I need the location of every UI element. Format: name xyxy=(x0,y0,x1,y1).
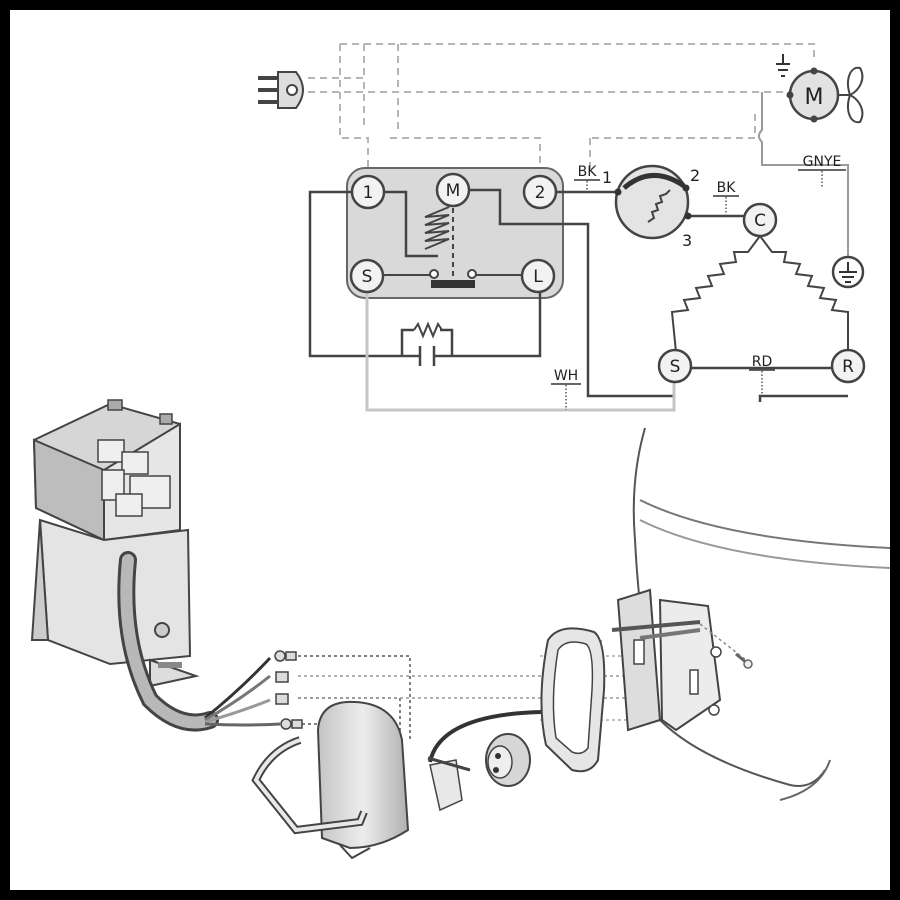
wire-label-rd: RD xyxy=(749,354,775,396)
white-wire xyxy=(365,292,676,412)
relay-terminal-2: 2 xyxy=(522,174,558,210)
compressor-terminal-c-label: C xyxy=(754,211,766,231)
gasket xyxy=(540,627,606,773)
relay-terminal-1-label: 1 xyxy=(363,183,374,203)
schematic: M xyxy=(258,43,866,412)
mounting-bracket xyxy=(611,588,753,732)
protector-terminal-2-label: 2 xyxy=(690,166,700,185)
compressor-windings xyxy=(670,235,849,370)
protector-terminal-1-label: 1 xyxy=(602,168,612,187)
wire-label-bk-1: BK xyxy=(574,164,600,192)
compressor-terminal-s-label: S xyxy=(670,357,681,377)
relay-terminal-1: 1 xyxy=(350,174,386,210)
fan-motor: M xyxy=(776,54,864,124)
relay-terminal-s-label: S xyxy=(362,267,373,287)
wire-label-bk-2: BK xyxy=(713,180,739,216)
screw-icon xyxy=(735,652,753,669)
relay-connector-block xyxy=(97,439,171,517)
relay-terminal-m: M xyxy=(435,172,471,208)
wire-label-rd-text: RD xyxy=(752,354,773,370)
compressor-terminal-c: C xyxy=(742,202,778,238)
wire-label-gnye-text: GNYE xyxy=(803,154,842,170)
relay-terminal-l-label: L xyxy=(533,267,543,287)
run-capacitor xyxy=(400,321,454,366)
relay-housing xyxy=(30,399,200,688)
wire-lugs xyxy=(274,650,303,730)
wiring-diagram: M xyxy=(30,43,890,860)
compressor-terminal-r: R xyxy=(830,348,866,384)
ground-wire xyxy=(758,92,849,262)
wire-label-gnye: GNYE xyxy=(798,154,846,188)
compressor-terminal-s: S xyxy=(657,348,693,384)
protector-terminal-3-label: 3 xyxy=(682,231,692,250)
protector-cover xyxy=(251,700,410,860)
fan-motor-label: M xyxy=(805,85,824,110)
wire-label-wh: WH xyxy=(551,368,581,410)
relay-terminal-2-label: 2 xyxy=(535,183,546,203)
wire-label-bk-2-text: BK xyxy=(717,180,737,196)
plug-icon xyxy=(258,71,304,109)
start-relay xyxy=(346,167,564,299)
power-cable xyxy=(117,551,281,732)
component-illustration xyxy=(30,399,890,860)
relay-terminal-l: L xyxy=(520,258,556,294)
fan-ground-icon xyxy=(776,54,790,77)
relay-terminal-s: S xyxy=(349,258,385,294)
diagram-canvas: M xyxy=(10,10,890,890)
relay-terminal-m-label: M xyxy=(446,181,461,201)
fan-blade-icon xyxy=(847,66,864,124)
ground-symbol-icon xyxy=(831,255,865,289)
wire-label-bk-1-text: BK xyxy=(578,164,598,180)
compressor-terminal-r-label: R xyxy=(842,357,854,377)
wire-label-wh-text: WH xyxy=(554,368,578,384)
dashed-supply-wires xyxy=(308,43,815,172)
thermal-protector: 1 2 3 xyxy=(602,164,700,250)
